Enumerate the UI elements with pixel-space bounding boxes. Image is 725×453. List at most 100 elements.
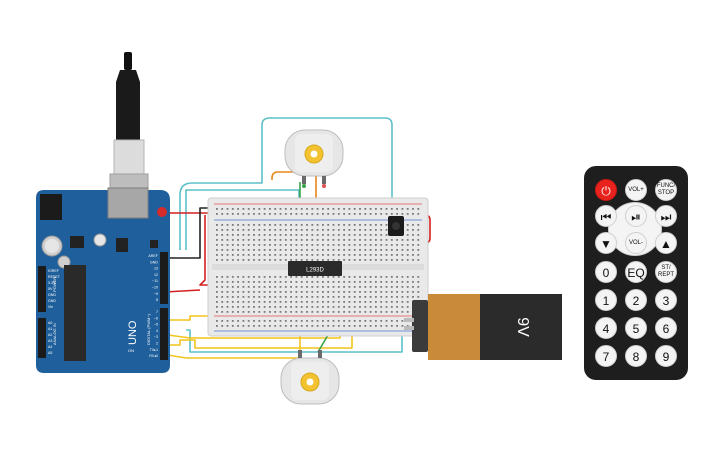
power-pin-label-5: GND	[48, 299, 56, 303]
ir-receiver[interactable]	[388, 216, 404, 236]
remote-prev-button[interactable]: ⏮	[595, 205, 617, 227]
remote-3-button[interactable]: 3	[655, 289, 677, 311]
remote-vol-up-button[interactable]: VOL+	[625, 179, 647, 201]
digital-pin-label-top-3: 12	[154, 273, 158, 277]
power-pin-label-2: 3.3V	[48, 281, 56, 285]
remote-7-button-label: 7	[602, 350, 610, 364]
remote-5-button[interactable]: 5	[625, 317, 647, 339]
usb-cable[interactable]	[109, 52, 149, 197]
crystal	[93, 233, 107, 247]
arduino-uno[interactable]: POWER ANALOG IN DIGITAL (PWM~) UNO ON IO…	[36, 187, 170, 373]
remote-1-button-label: 1	[602, 294, 610, 308]
remote-9-button[interactable]: 9	[655, 345, 677, 367]
analog-pin-label-2: A2	[48, 333, 52, 337]
remote-st-rept-button[interactable]: ST/ REPT	[655, 261, 677, 283]
remote-0-button-label: 0	[602, 266, 610, 280]
breadboard-holes	[216, 208, 420, 327]
driver-chip[interactable]: L293D	[288, 261, 342, 276]
remote-7-button[interactable]: 7	[595, 345, 617, 367]
dc-motor-top[interactable]	[284, 129, 344, 188]
digital-pin-label-top-1: GND	[150, 260, 158, 264]
analog-header-label: ANALOG IN	[52, 323, 57, 345]
usb-port	[107, 187, 149, 219]
remote-next-button-label: ⏭	[660, 210, 672, 224]
remote-play-pause-button[interactable]: ⏯	[625, 205, 647, 227]
remote-8-button-label: 8	[632, 350, 640, 364]
remote-play-pause-button-label: ⏯	[631, 210, 641, 224]
remote-2-button-label: 2	[632, 294, 640, 308]
remote-9-button-label: 9	[662, 350, 670, 364]
digital-pin-label-top-5: ~10	[152, 286, 158, 290]
wire-red-5v[interactable]	[165, 212, 210, 250]
power-pin-label-1: RESET	[48, 275, 61, 279]
remote-0-button[interactable]: 0	[595, 261, 617, 283]
power-icon: ⏻	[601, 184, 611, 198]
remote-3-button-label: 3	[662, 294, 670, 308]
power-header	[38, 266, 46, 312]
digital-pin-label-top-7: 8	[156, 298, 158, 302]
remote-8-button[interactable]: 8	[625, 345, 647, 367]
driver-chip-label: L293D	[306, 268, 324, 274]
digital-header-bottom	[160, 308, 168, 360]
microcontroller-chip	[64, 265, 86, 361]
analog-pin-label-1: A1	[48, 327, 52, 331]
remote-6-button-label: 6	[662, 322, 670, 336]
digital-pin-label-bottom-1: ~6	[154, 316, 158, 320]
power-pin-label-4: GND	[48, 293, 56, 297]
remote-eq-button[interactable]: EQ	[625, 261, 647, 283]
wire-yellow-3[interactable]	[168, 300, 353, 349]
wire-teal-motor-top[interactable]	[179, 117, 393, 250]
remote-func-stop-button-label: FUNC/ STOP	[656, 183, 676, 196]
remote-4-button[interactable]: 4	[595, 317, 617, 339]
regulator	[70, 236, 84, 248]
digital-pin-label-bottom-0: 7	[156, 310, 158, 314]
remote-st-rept-button-label: ST/ REPT	[657, 265, 674, 278]
remote-2-button[interactable]: 2	[625, 289, 647, 311]
digital-pin-label-top-4: ~11	[152, 279, 158, 283]
analog-pin-label-5: A5	[48, 351, 52, 355]
remote-down-button[interactable]: ▼	[595, 232, 617, 254]
dc-motor-bottom[interactable]	[280, 350, 340, 405]
analog-pin-label-4: A4	[48, 345, 52, 349]
remote-vol-down-button-label: VOL-	[628, 239, 643, 246]
power-header-label: POWER	[52, 277, 57, 292]
power-pin-label-3: 5V	[48, 287, 53, 291]
remote-prev-button-label: ⏮	[600, 210, 612, 224]
analog-pin-label-3: A3	[48, 339, 52, 343]
remote-6-button[interactable]: 6	[655, 317, 677, 339]
power-jack	[40, 194, 62, 220]
digital-pin-label-bottom-6: TX▸1	[150, 348, 158, 352]
remote-next-button[interactable]: ⏭	[655, 205, 677, 227]
power-pin-label-0: IOREF	[48, 269, 60, 273]
digital-pin-label-bottom-4: ~3	[154, 335, 158, 339]
remote-func-stop-button[interactable]: FUNC/ STOP	[655, 179, 677, 201]
uno-brand: UNO	[127, 320, 139, 345]
remote-vol-up-button-label: VOL+	[628, 186, 644, 193]
digital-header-label: DIGITAL (PWM~)	[146, 313, 151, 345]
digital-pin-label-bottom-5: 2	[156, 342, 158, 346]
digital-pin-label-top-2: 13	[154, 267, 158, 271]
battery-label: 9V	[514, 317, 531, 337]
digital-pin-label-bottom-2: ~5	[154, 323, 158, 327]
remote-eq-button-label: EQ	[627, 266, 645, 280]
analog-pin-label-0: A0	[48, 321, 52, 325]
remote-power-button[interactable]: ⏻	[595, 179, 617, 201]
analog-header	[38, 318, 46, 358]
remote-down-button-label: ▼	[600, 237, 612, 251]
battery-9v[interactable]: 9V	[404, 294, 562, 360]
remote-1-button[interactable]: 1	[595, 289, 617, 311]
digital-pin-label-top-6: ~9	[154, 292, 158, 296]
digital-header-top	[160, 252, 168, 304]
remote-up-button-label: ▲	[660, 237, 672, 251]
reset-button[interactable]	[157, 207, 167, 217]
on-led-label: ON	[128, 348, 134, 353]
remote-4-button-label: 4	[602, 322, 610, 336]
ir-remote: ⏻ VOL+ FUNC/ STOP ⏮ ⏯ ⏭ ▼ VOL- ▲ 0 EQ ST/ REPT 1 2 3 4 5…	[584, 166, 688, 380]
remote-up-button[interactable]: ▲	[655, 232, 677, 254]
remote-vol-down-button[interactable]: VOL-	[625, 232, 647, 254]
